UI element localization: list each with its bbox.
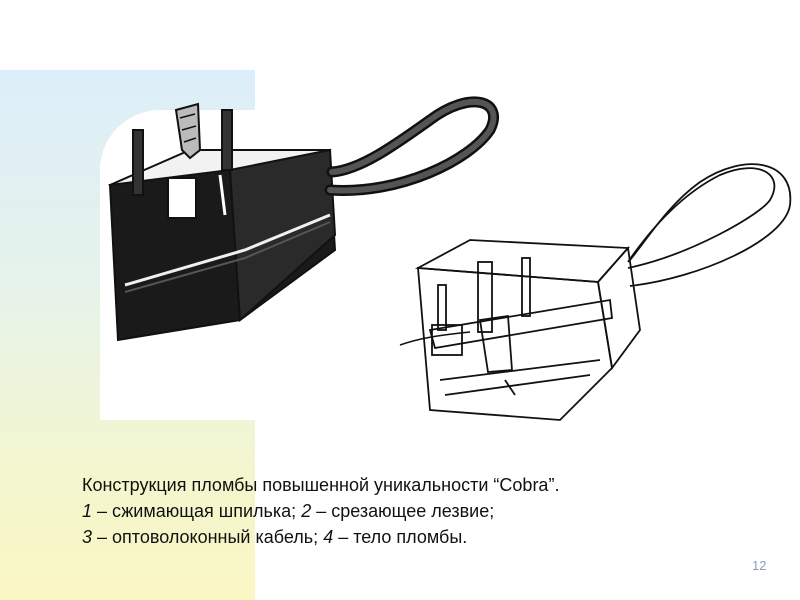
caption-title: Конструкция пломбы повышенной уникальнос… (82, 475, 560, 495)
seal-body-open (399, 239, 641, 421)
legend-number-2: 2 (301, 501, 312, 521)
slide-page-number: 12 (752, 558, 767, 573)
legend-number-4: 4 (323, 527, 334, 547)
legend-number-3: 3 (82, 527, 93, 547)
legend-text-4: – тело пломбы. (333, 527, 468, 547)
caption-legend-line-2: 3 – оптоволоконный кабель; 4 – тело плом… (82, 524, 782, 550)
legend-number-1: 1 (82, 501, 93, 521)
cable-loop-right (627, 167, 776, 269)
seal-illustration (108, 96, 792, 421)
figure-caption: Конструкция пломбы повышенной уникальнос… (82, 472, 782, 550)
legend-text-2: – срезающее лезвие; (311, 501, 495, 521)
legend-text-1: – сжимающая шпилька; (92, 501, 302, 521)
caption-legend-line-1: 1 – сжимающая шпилька; 2 – срезающее лез… (82, 498, 782, 524)
legend-text-3: – оптоволоконный кабель; (92, 527, 324, 547)
seal-body-closed (108, 102, 337, 342)
